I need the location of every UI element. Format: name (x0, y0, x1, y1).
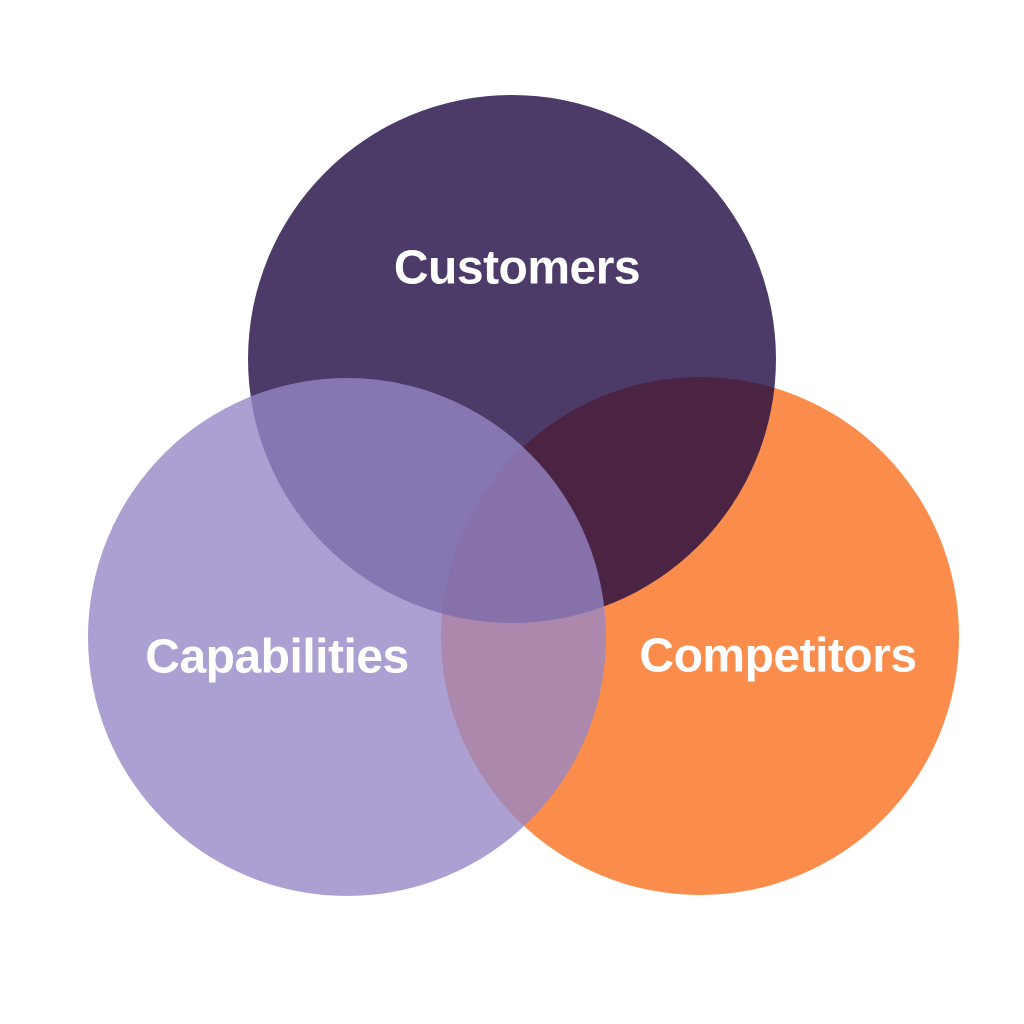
venn-label-competitors: Competitors (639, 629, 917, 683)
venn-circle-capabilities (88, 378, 606, 896)
venn-label-customers: Customers (393, 241, 641, 295)
venn-label-capabilities: Capabilities (145, 630, 409, 684)
